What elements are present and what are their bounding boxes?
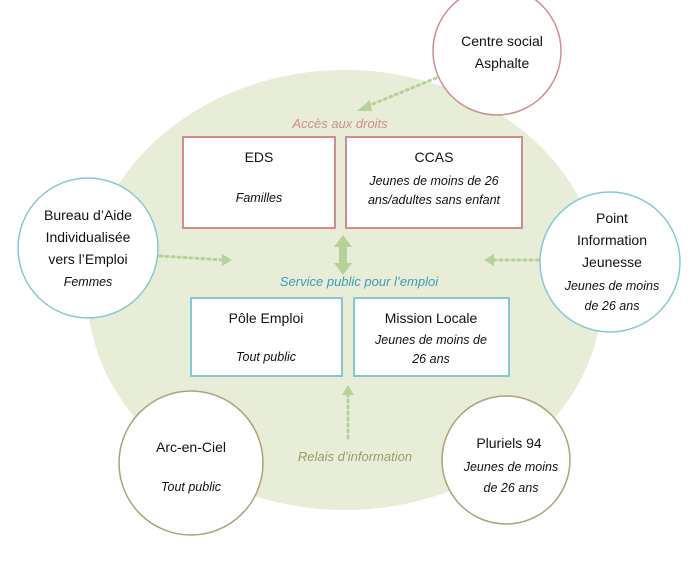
circle-arc-en-ciel-title: Arc-en-Ciel	[156, 439, 226, 455]
section-relais: Relais d’information	[298, 449, 412, 464]
circle-pluriels-subtitle-line2: de 26 ans	[484, 481, 539, 495]
box-mission-locale: Mission Locale Jeunes de moins de 26 ans	[353, 297, 510, 377]
circle-baie-line3: vers l’Emploi	[48, 251, 127, 267]
section-service-public: Service public pour l’emploi	[280, 274, 439, 289]
circle-centre-social-line1: Centre social	[461, 33, 543, 49]
box-mission-locale-title: Mission Locale	[385, 310, 478, 326]
box-eds: EDS Familles	[182, 136, 336, 229]
arrowhead-relais	[342, 385, 354, 395]
circle-pij-subtitle-line1: Jeunes de moins	[564, 279, 660, 293]
double-arrow	[334, 235, 352, 275]
circle-arc-en-ciel-subtitle: Tout public	[161, 480, 222, 494]
box-ccas-subtitle-line2: ans/adultes sans enfant	[368, 193, 501, 207]
arrowhead-pij	[484, 254, 494, 266]
arrow-heads	[222, 100, 494, 395]
circle-pij-line1: Point	[596, 210, 628, 226]
circle-baie: Bureau d’Aide Individualisée vers l’Empl…	[17, 177, 159, 319]
circle-pluriels-title: Pluriels 94	[476, 435, 542, 451]
circle-pij: Point Information Jeunesse Jeunes de moi…	[539, 191, 681, 333]
arrow-centre-social	[366, 76, 438, 108]
circle-baie-line2: Individualisée	[46, 229, 131, 245]
box-mission-locale-subtitle-line1: Jeunes de moins de	[374, 333, 487, 347]
box-pole-emploi-title: Pôle Emploi	[229, 310, 304, 326]
section-acces-droits: Accès aux droits	[291, 116, 388, 131]
box-ccas-subtitle-line1: Jeunes de moins de 26	[368, 174, 498, 188]
box-ccas: CCAS Jeunes de moins de 26 ans/adultes s…	[345, 136, 523, 229]
arrowhead-centre-social	[357, 100, 372, 111]
circle-arc-en-ciel: Arc-en-Ciel Tout public	[118, 390, 264, 536]
box-pole-emploi: Pôle Emploi Tout public	[190, 297, 343, 377]
circle-pluriels-subtitle-line1: Jeunes de moins	[463, 460, 559, 474]
circle-pij-subtitle-line2: de 26 ans	[585, 299, 640, 313]
circle-centre-social-line2: Asphalte	[475, 55, 530, 71]
arrowhead-baie	[222, 254, 232, 266]
box-pole-emploi-subtitle: Tout public	[236, 350, 297, 364]
circle-centre-social: Centre social Asphalte	[432, 0, 562, 116]
connector-arrows	[158, 76, 540, 440]
box-eds-title: EDS	[245, 149, 274, 165]
circle-baie-subtitle: Femmes	[64, 275, 113, 289]
circle-pij-line3: Jeunesse	[582, 254, 642, 270]
box-eds-subtitle: Familles	[236, 191, 283, 205]
box-mission-locale-subtitle-line2: 26 ans	[411, 352, 450, 366]
circle-pluriels: Pluriels 94 Jeunes de moins de 26 ans	[441, 395, 571, 525]
circle-baie-line1: Bureau d’Aide	[44, 207, 132, 223]
box-ccas-title: CCAS	[415, 149, 454, 165]
circle-pij-line2: Information	[577, 232, 647, 248]
arrow-baie	[158, 254, 226, 262]
